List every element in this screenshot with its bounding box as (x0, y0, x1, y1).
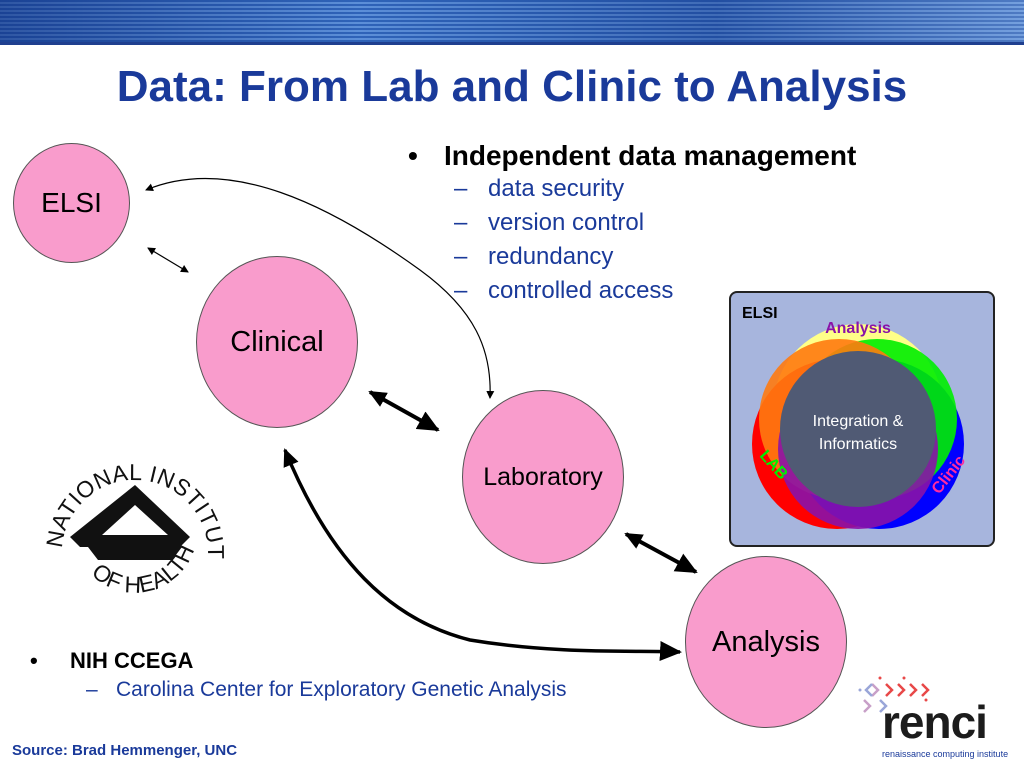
node-laboratory: Laboratory (462, 390, 624, 564)
ccega-list: NIH CCEGA Carolina Center for Explorator… (30, 648, 567, 706)
ccega-item: Carolina Center for Exploratory Genetic … (86, 674, 567, 706)
bullet-item: version control (454, 206, 856, 240)
inset-center-line1: Integration & (813, 413, 904, 430)
arrow-elsi-laboratory (145, 177, 495, 399)
node-clinical-label: Clinical (230, 325, 324, 358)
header-banner-shade (0, 0, 1024, 42)
arrow-clinical-analysis (283, 448, 682, 661)
node-laboratory-label: Laboratory (483, 462, 603, 491)
arrow-clinical-laboratory (368, 390, 440, 432)
slide-title: Data: From Lab and Clinic to Analysis (116, 62, 908, 111)
bullet-heading: Independent data management (408, 140, 856, 172)
renci-logo-word: renci (882, 696, 988, 748)
renci-logo-mark (858, 676, 930, 713)
integration-rings: Analysis Integration & Informatics LAB C… (752, 320, 969, 529)
nih-logo-emblem (70, 485, 190, 547)
arrow-laboratory-analysis (624, 532, 698, 574)
bullet-item: redundancy (454, 240, 856, 274)
center-disc (780, 351, 936, 507)
node-elsi: ELSI (13, 143, 130, 263)
bullet-item: data security (454, 172, 856, 206)
node-analysis: Analysis (685, 556, 847, 728)
bullet-item: controlled access (454, 274, 856, 308)
nih-logo: NATIONAL INSTITUTES OF HEALTH (40, 435, 229, 598)
inset-center-line2: Informatics (819, 436, 897, 453)
ccega-heading: NIH CCEGA (30, 648, 567, 674)
node-clinical: Clinical (196, 256, 358, 428)
source-credit: Source: Brad Hemmenger, UNC (12, 742, 238, 759)
data-management-list: Independent data management data securit… (408, 140, 856, 308)
node-analysis-label: Analysis (712, 625, 820, 658)
renci-logo-tagline: renaissance computing institute (882, 749, 1009, 759)
arrow-elsi-clinical (147, 247, 189, 273)
inset-elsi-label: ELSI (742, 305, 778, 322)
header-banner-rule (0, 42, 1024, 45)
inset-analysis-label: Analysis (825, 320, 891, 337)
node-elsi-label: ELSI (41, 187, 102, 218)
